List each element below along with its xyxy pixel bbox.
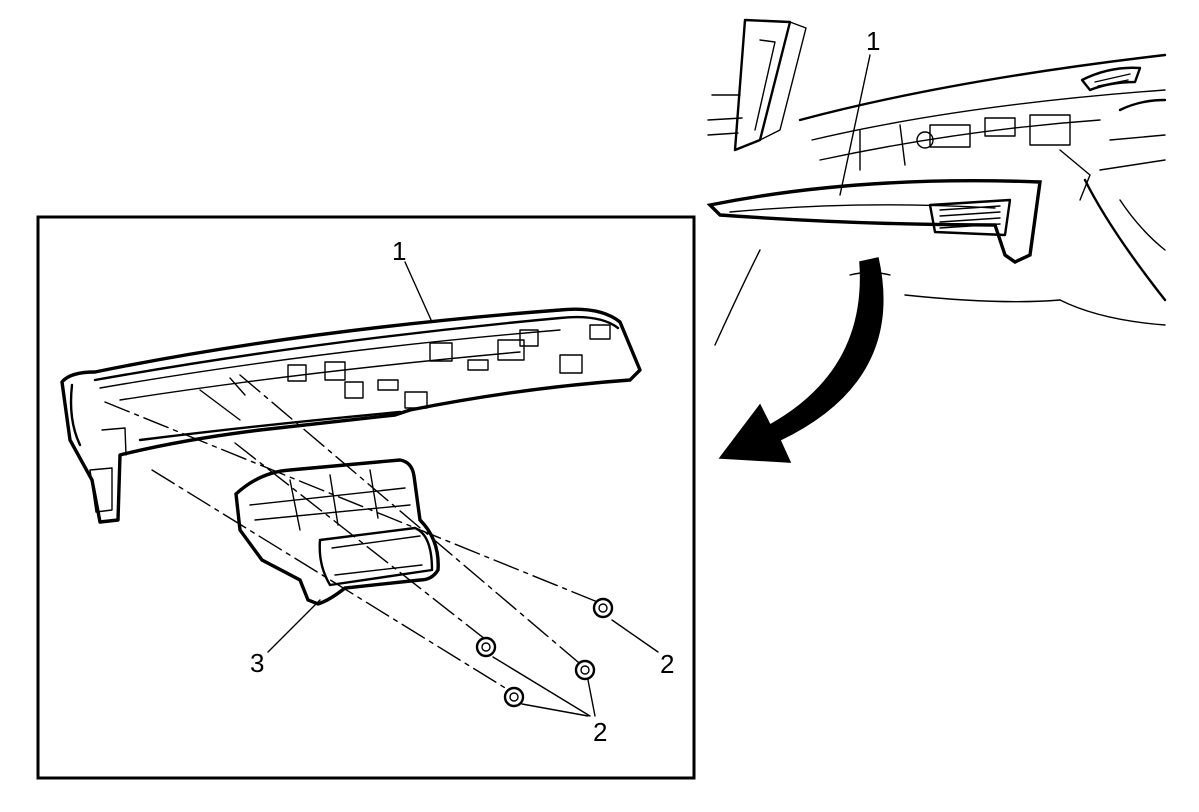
detail-callout-2-single: 2 bbox=[660, 649, 674, 679]
fastener-icon bbox=[503, 686, 525, 708]
fastener-icon bbox=[574, 659, 596, 681]
detail-callout-2-group: 2 bbox=[593, 717, 607, 747]
fastener-icon bbox=[592, 597, 614, 619]
detail-view bbox=[60, 261, 659, 717]
overview-view bbox=[706, 18, 1167, 463]
detail-callout-3: 3 bbox=[250, 648, 264, 678]
detail-callout-1: 1 bbox=[392, 236, 406, 266]
fastener-icon bbox=[475, 636, 497, 658]
removal-arrow-icon bbox=[718, 257, 884, 463]
overview-callout-1: 1 bbox=[866, 26, 880, 56]
